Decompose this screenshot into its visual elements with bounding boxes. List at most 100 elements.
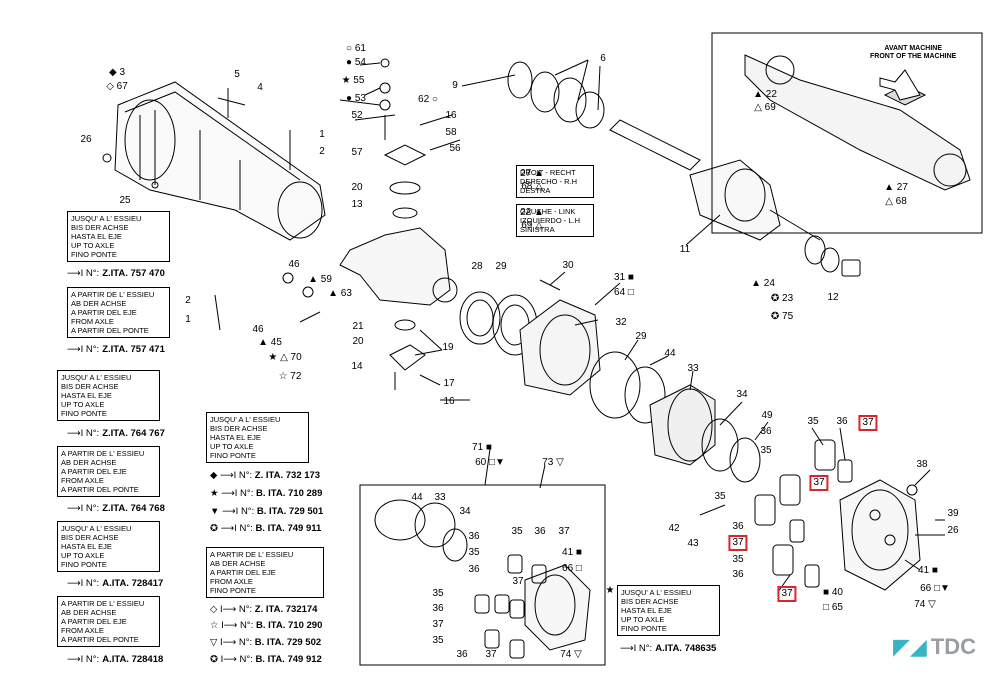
callout-label: 36	[456, 649, 468, 660]
callout-label: 37	[777, 586, 797, 602]
drive-shaft	[609, 119, 701, 171]
callout-label: 62 ○	[418, 94, 438, 105]
ref-3: ⟶I N°:Z.ITA. 764 767	[67, 428, 165, 439]
callout-label: 39	[947, 508, 959, 519]
callout-label: 21	[352, 321, 364, 332]
callout-label: 74 ▽	[914, 599, 936, 610]
callout-label: 16	[445, 110, 457, 121]
callout-label: 33	[687, 363, 699, 374]
callout-label: 35	[511, 526, 523, 537]
callout-label: 37	[728, 535, 748, 551]
callout-label: 33	[434, 492, 446, 503]
axle-housing	[114, 81, 326, 241]
callout-label: 1	[319, 129, 325, 140]
callout-label: 36	[534, 526, 546, 537]
callout-label: 36	[432, 603, 444, 614]
callout-label: ▲ 63	[328, 288, 352, 299]
planet-gears	[754, 439, 853, 588]
callout-label: 20	[351, 182, 363, 193]
callout-label: ▲ 59	[308, 274, 332, 285]
callout-label: ▲ 24	[751, 278, 775, 289]
callout-label: 37	[558, 526, 570, 537]
callout-label: 35	[432, 635, 444, 646]
callout-label: 22 ▲	[520, 207, 544, 218]
callout-label: 32	[615, 317, 627, 328]
callout-label: 36	[760, 426, 772, 437]
callout-label: 36	[732, 569, 744, 580]
legend-from-2: ☆ I⟶ N°: B. ITA. 710 290	[210, 620, 323, 631]
callout-label: ● 53	[346, 93, 366, 104]
callout-label: 17	[443, 378, 455, 389]
callout-label: 27 ▲	[520, 168, 544, 179]
callout-label: 60 □▼	[475, 457, 505, 468]
legend-up-3: ▼ ⟶I N°: B. ITA. 729 501	[210, 506, 324, 517]
callout-label: 69 △	[521, 220, 543, 231]
legend-from-4: ✪ I⟶ N°: B. ITA. 749 912	[210, 654, 322, 665]
callout-label: ○ 61	[346, 43, 366, 54]
callout-label: △ 69	[754, 102, 776, 113]
steering-knuckle	[339, 227, 451, 306]
callout-label: 57	[351, 147, 363, 158]
callout-label: 6	[600, 53, 606, 64]
callout-label: 71 ■	[472, 442, 492, 453]
tdc-logo-icon: ◤◢	[893, 634, 927, 659]
legend-up-4: ✪ ⟶I N°: B. ITA. 749 911	[210, 523, 322, 534]
callout-label: 44	[411, 492, 423, 503]
legend-up-2: ★ ⟶I N°: B. ITA. 710 289	[210, 488, 323, 499]
callout-label: ■ 40	[823, 587, 843, 598]
planet-carrier	[839, 479, 921, 591]
callout-label: 1	[185, 314, 191, 325]
legend-from-3: ▽ I⟶ N°: B. ITA. 729 502	[210, 637, 322, 648]
ref-1: ⟶I N°:Z.ITA. 757 470	[67, 268, 165, 279]
callout-label: □ 65	[823, 602, 843, 613]
callout-label: 64 □	[614, 287, 634, 298]
callout-label: 46	[252, 324, 264, 335]
callout-label: 2	[319, 146, 325, 157]
callout-label: 35	[807, 416, 819, 427]
callout-label: ★ 55	[341, 75, 365, 86]
callout-label: 37	[858, 415, 878, 431]
callout-label: ▲ 45	[258, 337, 282, 348]
callout-label: 66 □▼	[920, 583, 950, 594]
tdc-logo: ◤◢TDC	[893, 634, 977, 659]
callout-label: ◆ 3	[108, 67, 126, 78]
legend-up-1: ◆ ⟶I N°: Z. ITA. 732 173	[210, 470, 321, 481]
callout-label: 37	[809, 475, 829, 491]
callout-label: 35	[432, 588, 444, 599]
callout-label: 26	[947, 525, 959, 536]
callout-label: 35	[732, 554, 744, 565]
callout-label: 41 ■	[562, 547, 582, 558]
ref-5: ⟶I N°:A.ITA. 728417	[67, 578, 164, 589]
callout-label: 20	[352, 336, 364, 347]
callout-label: 25	[119, 195, 131, 206]
callout-label: 37	[512, 576, 524, 587]
star-marker: ★	[605, 585, 615, 596]
callout-label: 36	[836, 416, 848, 427]
wheel-hub	[519, 299, 601, 396]
callout-label: ● 54	[346, 57, 366, 68]
callout-label: 68 △	[521, 181, 543, 192]
callout-label: 34	[459, 506, 471, 517]
callout-label: 38	[916, 459, 928, 470]
callout-label: 29	[495, 261, 507, 272]
callout-label: 52	[351, 110, 363, 121]
callout-label: 28	[471, 261, 483, 272]
callout-label: 31 ■	[614, 272, 634, 283]
callout-label: 19	[442, 342, 454, 353]
callout-label: 29	[635, 331, 647, 342]
callout-label: 13	[351, 199, 363, 210]
callout-label: ◇ 67	[106, 81, 128, 92]
callout-label: 35	[760, 445, 772, 456]
callout-label: 2	[185, 295, 191, 306]
